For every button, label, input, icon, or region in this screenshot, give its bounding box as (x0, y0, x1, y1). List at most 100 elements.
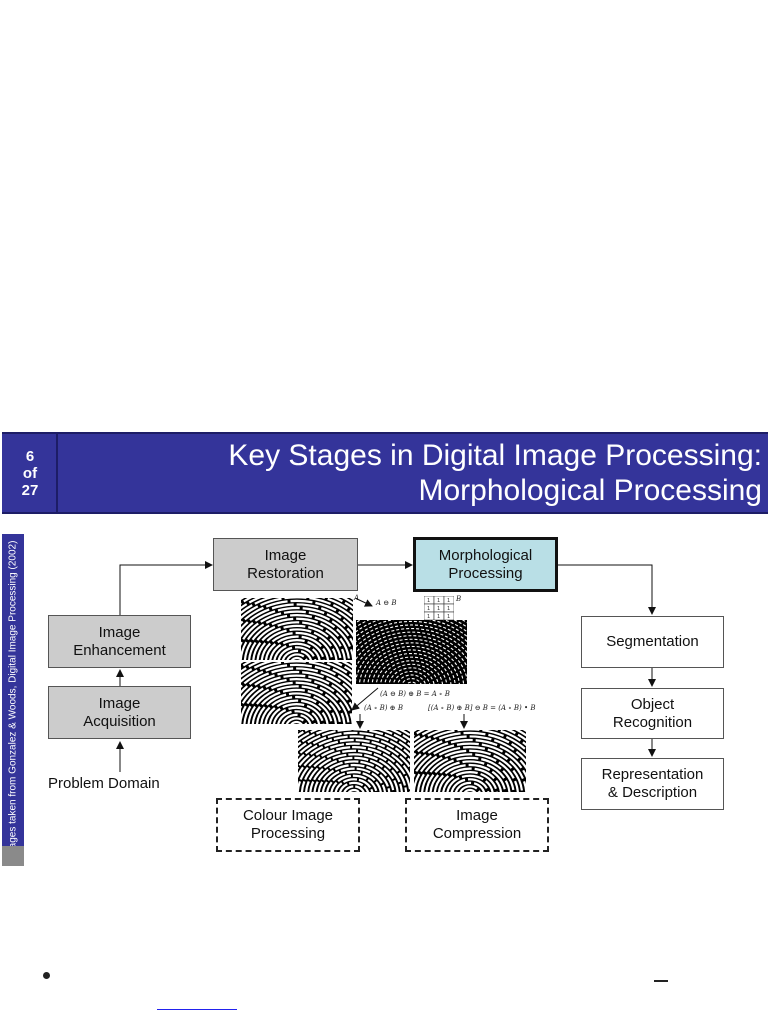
fingerprint-ridge (264, 635, 330, 660)
slide-total: 27 (21, 481, 39, 499)
svg-text:1: 1 (437, 614, 440, 620)
arrow-fp-erosion-to-opening (351, 687, 379, 711)
fingerprint-ridge (277, 646, 317, 660)
fingerprint-ridge (243, 617, 351, 660)
fingerprint-ridge (425, 756, 515, 792)
segmentation-box: Segmentation (581, 616, 724, 668)
slide-title-line2: Morphological Processing (418, 474, 762, 507)
fingerprint-ridge (256, 628, 338, 660)
fingerprint-ridge (309, 756, 399, 792)
fingerprint-ridge (272, 706, 321, 724)
formula-opening: (A ∘ B) ⊕ B (364, 704, 404, 712)
dash-mark (654, 980, 668, 982)
fingerprint-ridge (397, 674, 426, 684)
arrow-enhancement-to-restoration (119, 561, 213, 615)
object-recognition-label: Object Recognition (612, 695, 693, 731)
fingerprint-closed-image (414, 730, 526, 792)
slide-title-line1: Key Stages in Digital Image Processing: (228, 439, 762, 472)
fingerprint-ridge (406, 681, 417, 684)
fingerprint-ridge (442, 771, 498, 792)
formula-a-label: A (354, 594, 360, 602)
fingerprint-ridge (414, 742, 526, 779)
fingerprint-ridge (241, 610, 353, 647)
slide-counter: 6 of 27 (4, 434, 58, 512)
fingerprint-ridge (363, 645, 460, 684)
fingerprint-ridge (281, 713, 312, 724)
fingerprint-ridge (298, 735, 410, 763)
fingerprint-ridge (356, 624, 467, 648)
fingerprint-ridge (371, 652, 452, 684)
fingerprint-ridge (358, 642, 465, 684)
problem-domain-label: Problem Domain (48, 775, 160, 792)
fingerprint-ridge (256, 692, 337, 724)
fingerprint-ridge (421, 753, 519, 792)
morphological-processing-label: Morphological Processing (438, 546, 533, 582)
fingerprint-ridge (330, 774, 378, 792)
fingerprint-opened-image (241, 662, 352, 724)
fingerprint-ridge (241, 670, 352, 701)
fingerprint-ridge (459, 785, 481, 792)
svg-text:1: 1 (427, 614, 430, 620)
fingerprint-ridge (268, 703, 325, 724)
fingerprint-ridge (429, 760, 511, 792)
title-banner: 6 of 27 Key Stages in Digital Image Proc… (2, 432, 768, 514)
image-compression-label: Image Compression (432, 807, 522, 842)
fingerprint-ridge (260, 631, 334, 660)
fingerprint-ridge (298, 742, 410, 779)
object-recognition-box: Object Recognition (581, 688, 724, 739)
fingerprint-ridge (347, 788, 361, 792)
fingerprint-ridge (281, 649, 313, 660)
fingerprint-ridge (414, 746, 526, 792)
representation-description-box: Representation & Description (581, 758, 724, 810)
fingerprint-ridge (356, 628, 467, 654)
formula-b-label: B (456, 595, 462, 603)
formula-closing: [(A ∘ B) ⊕ B] ⊖ B = (A ∘ B) • B (428, 704, 536, 712)
image-compression-box: Image Compression (405, 798, 549, 852)
representation-description-label: Representation & Description (601, 766, 704, 801)
fingerprint-ridge (414, 738, 526, 770)
fingerprint-ridge (290, 720, 303, 724)
fingerprint-ridge (463, 788, 477, 792)
fingerprint-ridge (277, 710, 316, 724)
svg-text:1: 1 (427, 606, 430, 612)
link-underline[interactable] (157, 1009, 237, 1010)
diagram-connectors (116, 561, 656, 772)
fingerprint-ridge (317, 763, 391, 792)
fingerprint-ridge (241, 663, 352, 689)
image-credit-strip: Images taken from Gonzalez & Woods, Digi… (2, 534, 24, 866)
fingerprint-ridge (264, 699, 329, 724)
fingerprint-ridge (414, 731, 526, 757)
svg-text:1: 1 (447, 606, 450, 612)
formula-erosion: A ⊖ B (376, 599, 397, 607)
fingerprint-ridge (446, 774, 494, 792)
fingerprint-ridge (414, 735, 526, 763)
fingerprint-ridge (380, 660, 443, 684)
svg-text:1: 1 (437, 606, 440, 612)
fingerprint-ridge (338, 781, 370, 792)
svg-text:1: 1 (447, 614, 450, 620)
arrow-fp-a-to-erosion (354, 597, 373, 607)
fingerprint-ridge (401, 678, 422, 684)
fingerprint-ridge (290, 656, 304, 660)
fingerprint-ridge (251, 688, 342, 724)
fingerprint-ridge (384, 663, 439, 684)
image-enhancement-box: Image Enhancement (48, 615, 191, 668)
slide-number: 6 (25, 447, 35, 465)
image-acquisition-box: Image Acquisition (48, 686, 191, 739)
image-restoration-label: Image Restoration (247, 546, 324, 582)
arrow-morphological-to-segmentation (558, 564, 656, 615)
svg-text:1: 1 (427, 598, 430, 604)
fingerprint-ridge (243, 681, 350, 724)
fingerprint-ridge (437, 767, 503, 792)
morphological-processing-box: Morphological Processing (413, 537, 558, 592)
fingerprint-ridge (388, 667, 435, 684)
corner-logo-icon (2, 846, 24, 866)
fingerprint-ridge (300, 749, 408, 792)
fingerprint-ridge (392, 670, 431, 684)
fingerprint-ridge (356, 620, 467, 643)
fingerprint-ridge (313, 760, 395, 792)
svg-text:1: 1 (437, 598, 440, 604)
image-enhancement-label: Image Enhancement (73, 623, 166, 659)
fingerprint-ridge (260, 695, 333, 724)
